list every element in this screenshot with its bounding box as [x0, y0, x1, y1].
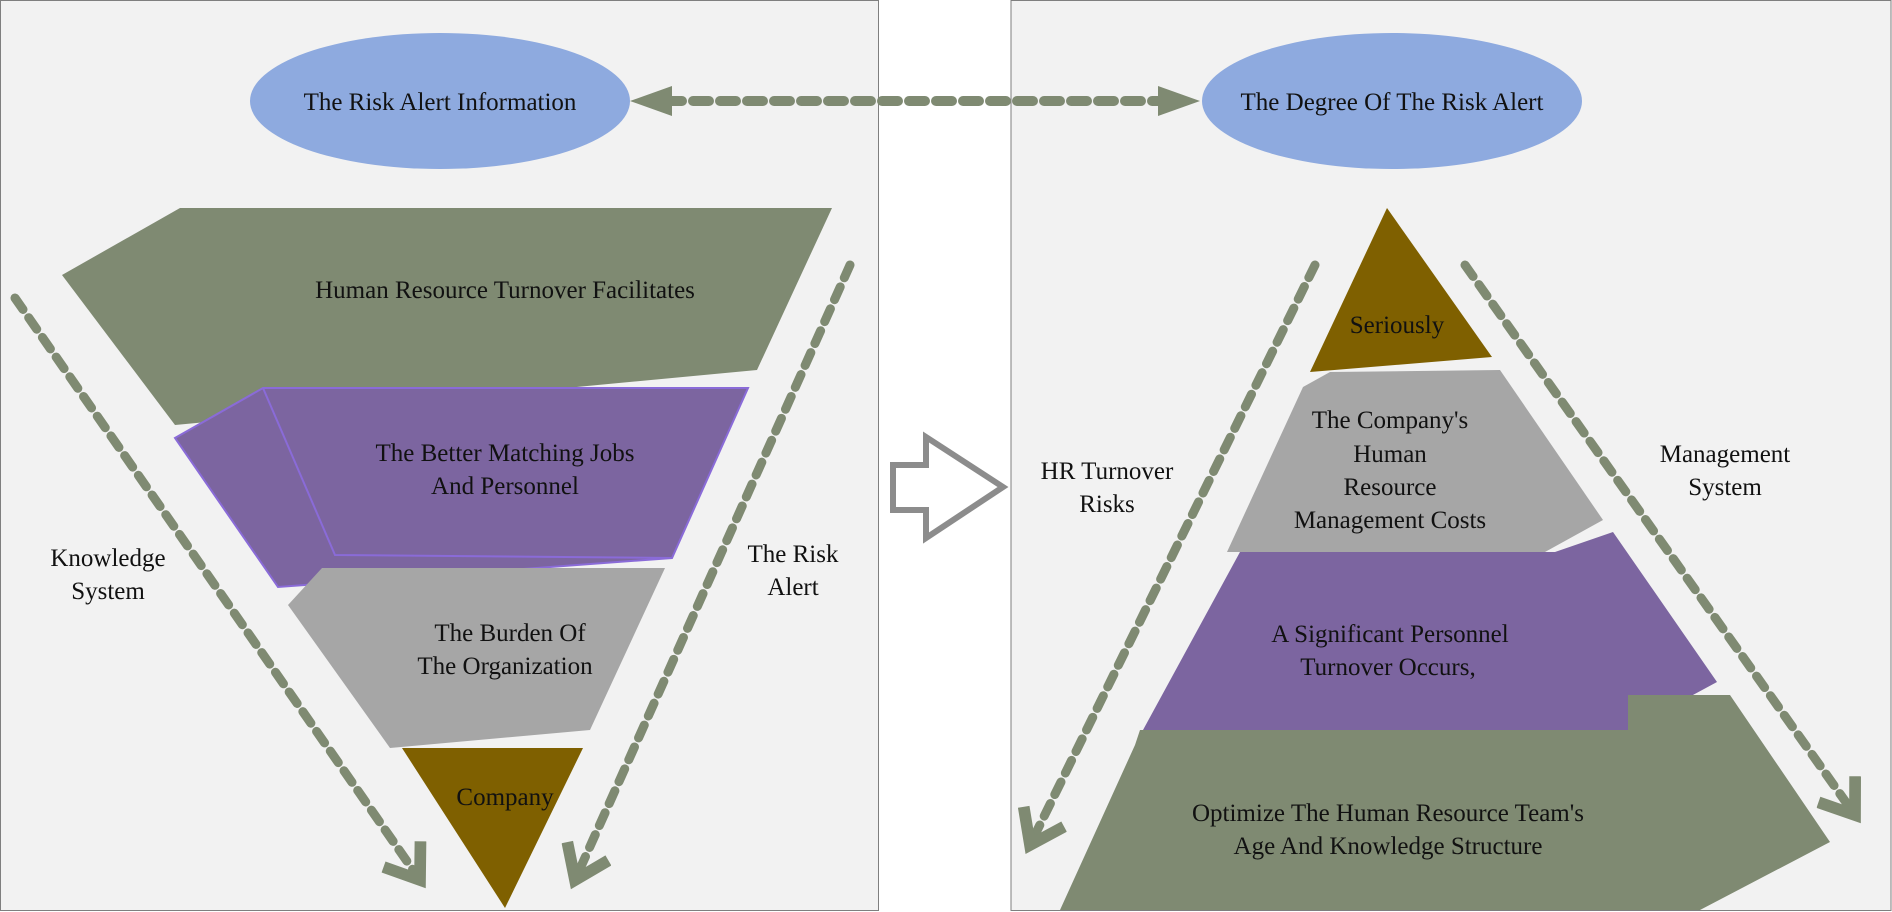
right-layer-third-line-2: Turnover Occurs, — [1300, 654, 1475, 681]
panel-transition-arrow-icon — [890, 431, 1009, 544]
right-layer-second-line-4: Management Costs — [1294, 507, 1486, 534]
right-layer-second-line-3: Resource — [1343, 474, 1436, 501]
left-header-ellipse — [250, 33, 630, 169]
right-panel-left-label-line-2: Risks — [1079, 491, 1135, 518]
left-panel-left-label-line-2: System — [71, 578, 145, 605]
left-layer-second-edge — [262, 387, 673, 559]
right-header-ellipse — [1202, 33, 1582, 169]
left-panel-left-label-line-1: Knowledge — [50, 545, 165, 572]
right-layer-second-line-1: The Company's — [1312, 407, 1469, 434]
header-connector-left-arrowhead — [630, 86, 672, 116]
left-layer-second-line-2: And Personnel — [431, 473, 579, 500]
left-layer-second-line-1: The Better Matching Jobs — [376, 440, 635, 467]
right-layer-third-shape — [1143, 532, 1717, 730]
header-connector-right-arrowhead — [1158, 86, 1200, 116]
left-panel-left-dashed-arrow — [10, 293, 420, 880]
left-panel-right-dashed-arrow — [575, 260, 855, 880]
right-layer-second-line-2: Human — [1353, 441, 1427, 468]
right-panel-right-dashed-arrow — [1460, 260, 1855, 815]
left-layer-third-line-2: The Organization — [417, 653, 593, 680]
right-panel-right-label-line-2: System — [1688, 474, 1762, 501]
left-header-text: The Risk Alert Information — [304, 89, 577, 116]
left-panel: The Risk Alert Information Human Resourc… — [0, 0, 879, 911]
right-layer-bottom-shape — [1060, 695, 1830, 910]
right-panel-left-label-line-1: HR Turnover — [1041, 458, 1174, 485]
right-layer-bottom-line-2: Age And Knowledge Structure — [1234, 833, 1543, 860]
left-layer-top-shape — [62, 208, 832, 425]
right-layer-third-line-1: A Significant Personnel — [1271, 621, 1509, 648]
left-panel-right-label-line-2: Alert — [767, 574, 818, 601]
left-layer-bottom-text: Company — [456, 784, 554, 811]
right-panel-left-dashed-arrow — [1030, 260, 1320, 845]
right-layer-second-shape — [1227, 370, 1603, 552]
left-panel-right-label-line-1: The Risk — [748, 541, 839, 568]
right-header-text: The Degree Of The Risk Alert — [1241, 89, 1544, 116]
left-layer-top-text: Human Resource Turnover Facilitates — [315, 277, 695, 304]
right-panel-right-label-line-1: Management — [1660, 441, 1791, 468]
right-layer-top-text: Seriously — [1350, 312, 1445, 339]
right-layer-top-shape — [1310, 208, 1492, 372]
left-layer-third-shape — [288, 568, 665, 748]
left-layer-bottom-shape — [402, 748, 583, 908]
left-layer-third-line-1: The Burden Of — [434, 620, 586, 647]
right-panel: The Degree Of The Risk Alert Seriously T… — [1010, 0, 1892, 911]
right-layer-bottom-line-1: Optimize The Human Resource Team's — [1192, 800, 1584, 827]
